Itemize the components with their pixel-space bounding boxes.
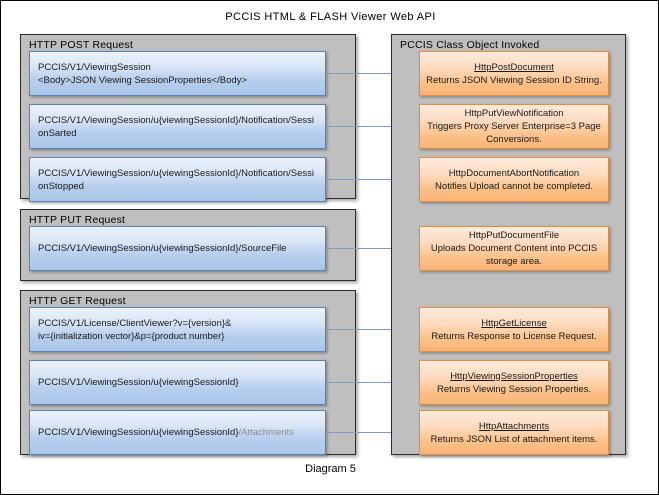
class-box-httpdocumentabortnotification[interactable]: HttpDocumentAbortNotification Notifies U… — [419, 157, 609, 202]
class-box-httpputdocumentfile[interactable]: HttpPutDocumentFile Uploads Document Con… — [419, 226, 609, 271]
request-text: PCCIS/V1/License/ClientViewer?v={version… — [38, 317, 232, 342]
class-box-httppostdocument[interactable]: HttpPostDocument Returns JSON Viewing Se… — [419, 51, 609, 96]
request-box-get-license[interactable]: PCCIS/V1/License/ClientViewer?v={version… — [29, 307, 326, 352]
connector-put-document-file — [326, 248, 421, 249]
class-description: Uploads Document Content into PCCIS stor… — [430, 243, 598, 267]
class-description: Notifies Upload cannot be completed. — [435, 180, 593, 192]
connector-post-document — [326, 73, 421, 74]
class-name: HttpViewingSessionProperties — [450, 370, 578, 382]
class-name: HttpPutDocumentFile — [468, 230, 560, 241]
group-title: HTTP PUT Request — [29, 214, 126, 226]
request-text: PCCIS/V1/ViewingSession/u{viewingSession… — [38, 114, 315, 139]
group-title: HTTP POST Request — [29, 39, 133, 51]
request-text: PCCIS/V1/ViewingSession/u{viewingSession… — [38, 427, 294, 438]
connector-put-view-notification — [326, 126, 421, 127]
group-title: PCCIS Class Object Invoked — [400, 39, 540, 51]
request-text: PCCIS/V1/ViewingSession/u{viewingSession… — [38, 377, 239, 388]
connector-attachments — [326, 432, 421, 433]
page-title: PCCIS HTML & FLASH Viewer Web API — [225, 11, 436, 23]
connector-document-abort — [326, 179, 421, 180]
class-name: HttpGetLicense — [481, 317, 547, 329]
class-description: Returns JSON Viewing Session ID String. — [426, 74, 602, 86]
request-box-post-viewingsession[interactable]: PCCIS/V1/ViewingSession <Body>JSON Viewi… — [29, 51, 326, 96]
class-name: HttpDocumentAbortNotification — [448, 167, 580, 179]
class-description: Returns Response to License Request. — [431, 330, 597, 342]
request-box-get-attachments[interactable]: PCCIS/V1/ViewingSession/u{viewingSession… — [29, 410, 326, 455]
group-title: HTTP GET Request — [29, 295, 126, 307]
connector-viewing-session-props — [326, 382, 421, 383]
class-name: HttpPostDocument — [474, 61, 554, 73]
request-text: PCCIS/V1/ViewingSession/u{viewingSession… — [38, 243, 287, 254]
request-text: PCCIS/V1/ViewingSession/u{viewingSession… — [38, 167, 315, 192]
request-box-post-session-started[interactable]: PCCIS/V1/ViewingSession/u{viewingSession… — [29, 104, 326, 149]
request-text-dim-suffix: /Attachments — [238, 427, 294, 438]
class-description: Triggers Proxy Server Enterprise=3 Page … — [427, 121, 601, 145]
request-box-get-viewingsession[interactable]: PCCIS/V1/ViewingSession/u{viewingSession… — [29, 360, 326, 405]
request-box-put-sourcefile[interactable]: PCCIS/V1/ViewingSession/u{viewingSession… — [29, 226, 326, 271]
request-box-post-session-stopped[interactable]: PCCIS/V1/ViewingSession/u{viewingSession… — [29, 157, 326, 202]
class-name: HttpAttachments — [478, 420, 550, 432]
class-box-httpviewingsessionproperties[interactable]: HttpViewingSessionProperties Returns Vie… — [419, 360, 609, 405]
connector-get-license — [326, 329, 421, 330]
diagram-caption: Diagram 5 — [305, 463, 356, 475]
request-text: PCCIS/V1/ViewingSession <Body>JSON Viewi… — [38, 61, 247, 86]
class-box-httpattachments[interactable]: HttpAttachments Returns JSON List of att… — [419, 410, 609, 455]
class-box-httpputviewnotification[interactable]: HttpPutViewNotification Triggers Proxy S… — [419, 104, 609, 149]
class-description: Returns JSON List of attachment items. — [430, 433, 598, 445]
class-name: HttpPutViewNotification — [464, 108, 564, 119]
class-box-httpgetlicense[interactable]: HttpGetLicense Returns Response to Licen… — [419, 307, 609, 352]
class-description: Returns Viewing Session Properties. — [436, 383, 591, 395]
